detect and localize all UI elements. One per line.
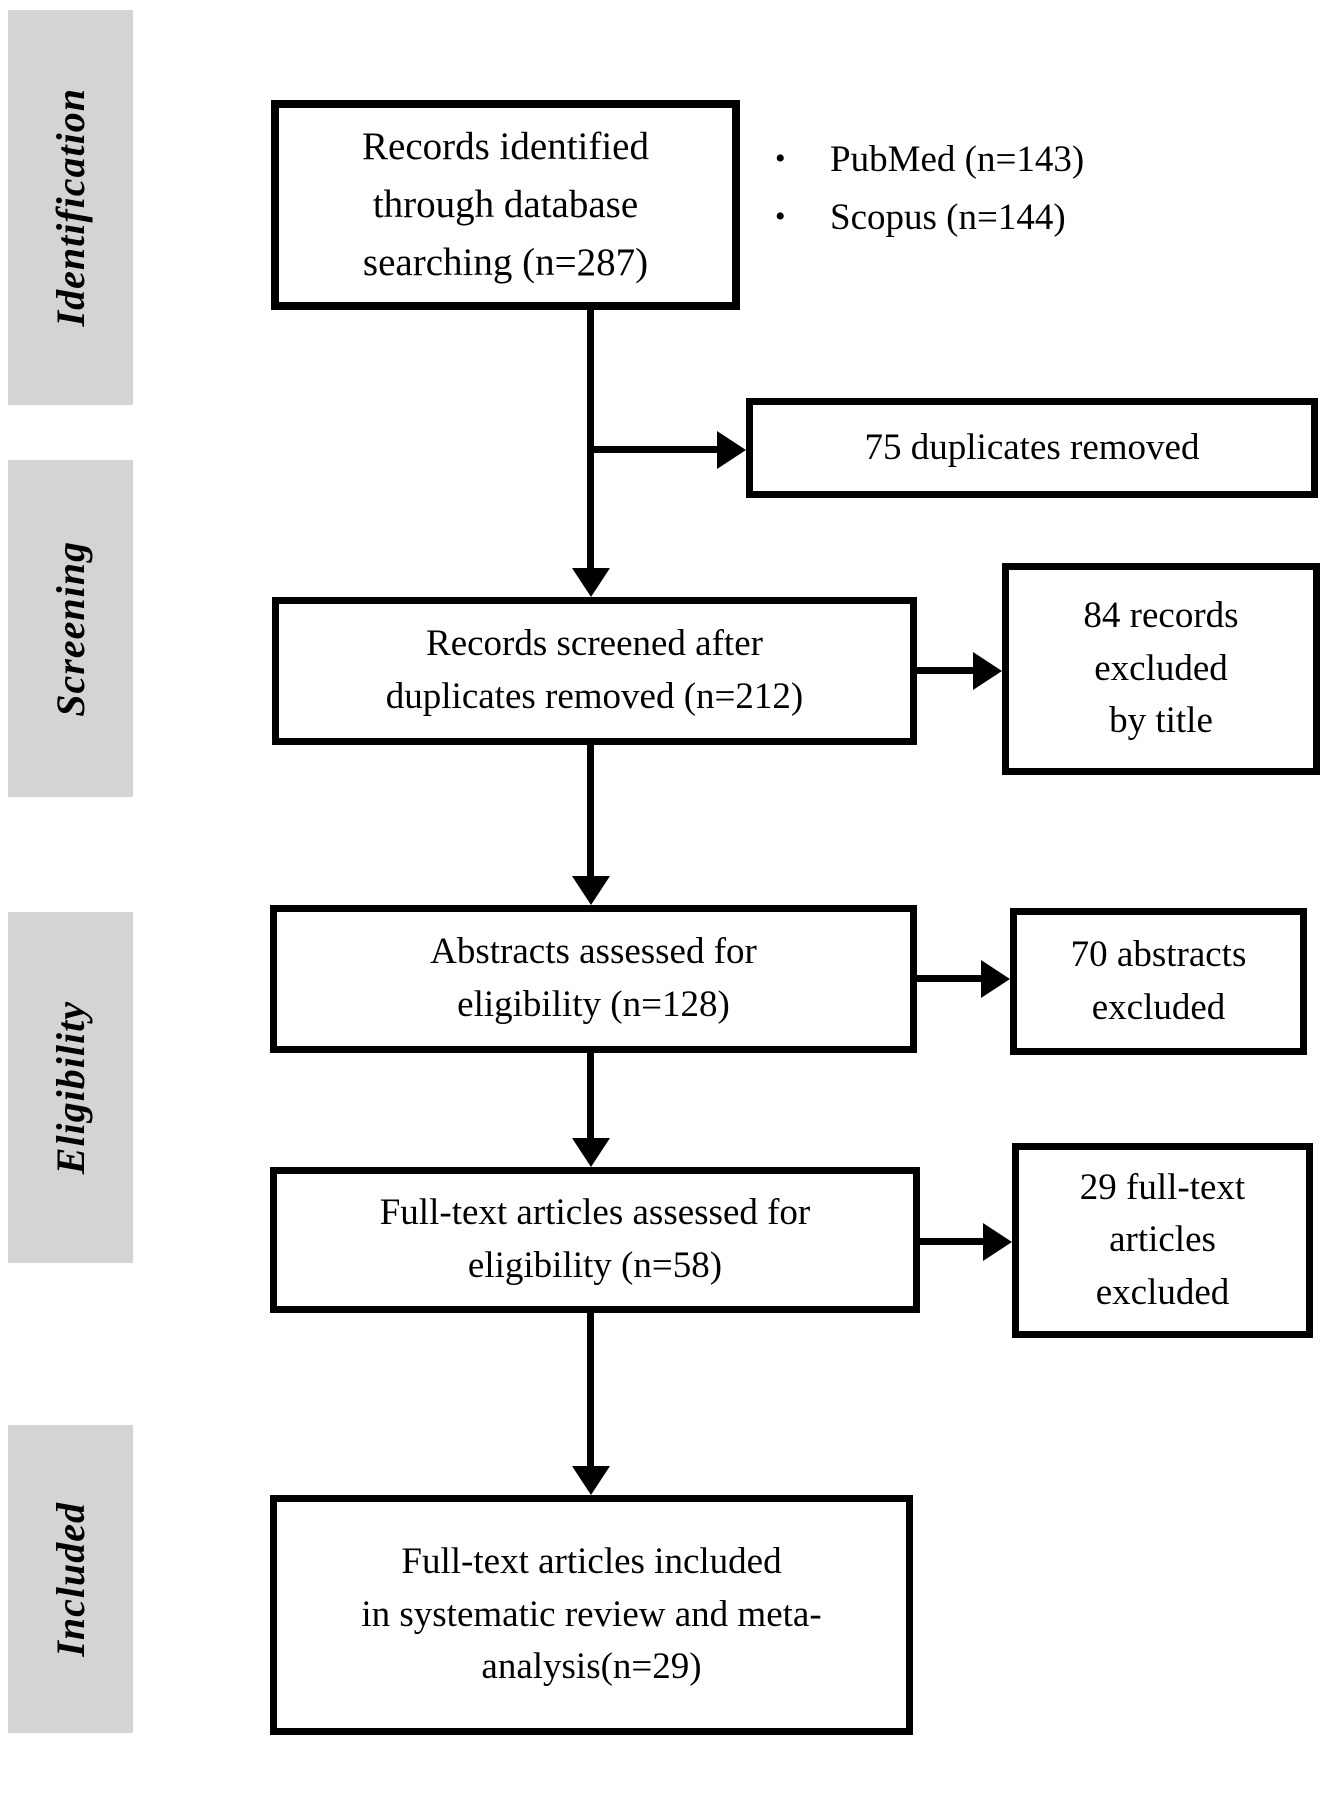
source-scopus-label: Scopus (n=144) bbox=[830, 196, 1066, 238]
box-abstracts-excluded: 70 abstracts excluded bbox=[1010, 908, 1307, 1055]
connector-to-excluded-title bbox=[915, 667, 975, 674]
arrowhead-down-icon bbox=[572, 876, 610, 905]
connector-to-abstracts-excluded bbox=[915, 975, 983, 982]
box-excluded-by-title: 84 records excluded by title bbox=[1002, 563, 1320, 775]
database-source-list: • PubMed (n=143) • Scopus (n=144) bbox=[775, 130, 1084, 246]
stage-label-screening: Screening bbox=[48, 540, 93, 717]
list-item: • Scopus (n=144) bbox=[775, 188, 1084, 246]
stage-bar-identification: Identification bbox=[8, 10, 133, 405]
bullet-icon: • bbox=[775, 142, 786, 175]
box-records-identified: Records identified through database sear… bbox=[271, 100, 740, 310]
list-item: • PubMed (n=143) bbox=[775, 130, 1084, 188]
stage-label-identification: Identification bbox=[48, 88, 93, 327]
connector-to-fulltext-excluded bbox=[917, 1238, 985, 1245]
connector-identified-to-screened bbox=[587, 308, 594, 570]
stage-label-included: Included bbox=[48, 1501, 93, 1657]
arrowhead-down-icon bbox=[572, 1466, 610, 1495]
connector-fulltext-to-included bbox=[587, 1311, 594, 1468]
arrowhead-down-icon bbox=[572, 568, 610, 597]
arrowhead-right-icon bbox=[983, 1223, 1012, 1261]
stage-bar-included: Included bbox=[8, 1425, 133, 1733]
stage-bar-eligibility: Eligibility bbox=[8, 912, 133, 1263]
arrowhead-down-icon bbox=[572, 1138, 610, 1167]
box-fulltext-included: Full-text articles included in systemati… bbox=[270, 1495, 913, 1735]
arrowhead-right-icon bbox=[973, 652, 1002, 690]
box-fulltext-assessed: Full-text articles assessed for eligibil… bbox=[270, 1167, 920, 1313]
box-abstracts-assessed: Abstracts assessed for eligibility (n=12… bbox=[270, 905, 917, 1053]
connector-screened-to-abstracts bbox=[587, 743, 594, 878]
bullet-icon: • bbox=[775, 200, 786, 233]
box-duplicates-removed: 75 duplicates removed bbox=[746, 398, 1318, 498]
stage-label-eligibility: Eligibility bbox=[48, 1000, 93, 1175]
connector-to-duplicates bbox=[587, 446, 719, 453]
source-pubmed-label: PubMed (n=143) bbox=[830, 138, 1085, 180]
stage-bar-screening: Screening bbox=[8, 460, 133, 797]
arrowhead-right-icon bbox=[981, 960, 1010, 998]
connector-abstracts-to-fulltext bbox=[587, 1051, 594, 1140]
box-fulltext-excluded: 29 full-text articles excluded bbox=[1012, 1143, 1313, 1338]
box-records-screened: Records screened after duplicates remove… bbox=[272, 597, 917, 745]
arrowhead-right-icon bbox=[717, 431, 746, 469]
